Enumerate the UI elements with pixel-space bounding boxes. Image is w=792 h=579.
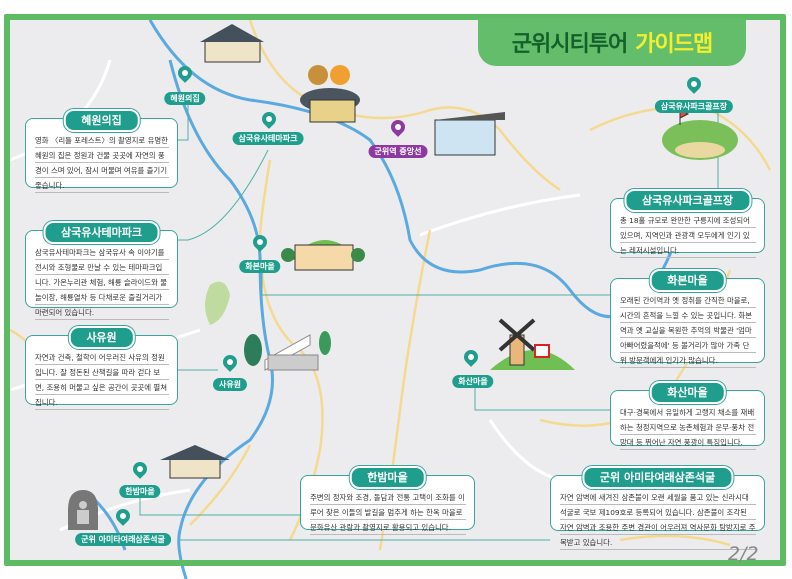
info-box-text: 자연과 건축, 철학이 어우러진 사유의 정원입니다. 잘 정돈된 산책길을 따… — [35, 350, 169, 410]
hanok-house-illustration — [200, 24, 264, 63]
info-box-text: 삼국유사테마파크는 삼국유사 속 이야기를 전시와 조형물로 만날 수 있는 테… — [35, 245, 169, 320]
pin-label-golf[interactable]: 삼국유사파크골프장 — [654, 100, 734, 113]
info-box-hwabon: 화본마을 오래된 간이역과 옛 정취를 간직한 마을로, 시간의 흔적을 느낄 … — [610, 269, 765, 368]
info-box-text: 총 18홀 규모로 완만한 구릉지에 조성되어 있으며, 지역민과 관광객 모두… — [620, 213, 756, 258]
pin-label-hwasan[interactable]: 화산마을 — [452, 375, 494, 388]
title-part2: 가이드맵 — [635, 32, 713, 57]
info-box-title: 삼국유사파크골프장 — [623, 189, 752, 212]
sayuwon-illustration — [244, 331, 331, 371]
info-box-text: 영화 〈리틀 포레스트〉의 촬영지로 유명한 혜원의 집은 정원과 건물 곳곳에… — [35, 133, 169, 193]
info-box-title: 군위 아미타여래삼존석굴 — [581, 466, 734, 489]
info-box-hanbam: 한밤마을 주변의 정자와 조경, 돌담과 전통 고택이 조화를 이루어 찾은 이… — [300, 466, 475, 535]
page-number: 2/2 — [728, 543, 759, 565]
hanbam-village-illustration — [160, 445, 230, 479]
info-box-themepark: 삼국유사테마파크 삼국유사테마파크는 삼국유사 속 이야기를 전시와 조형물로 … — [25, 221, 178, 320]
pin-label-themepark[interactable]: 삼국유사테마파크 — [232, 132, 304, 145]
museum-illustration — [281, 240, 365, 271]
info-box-text: 오래된 간이역과 옛 정취를 간직한 마을로, 시간의 흔적을 느낄 수 있는 … — [620, 293, 756, 368]
info-box-sayuwon: 사유원 자연과 건축, 철학이 어우러진 사유의 정원입니다. 잘 정돈된 산책… — [25, 326, 178, 410]
info-box-title: 삼국유사테마파크 — [43, 221, 160, 244]
pin-label-hyewon[interactable]: 혜원의집 — [164, 92, 206, 105]
info-box-title: 화본마을 — [649, 269, 726, 292]
info-box-title: 혜원의집 — [63, 109, 140, 132]
park-area — [205, 281, 230, 325]
info-box-title: 화산마을 — [649, 381, 726, 404]
connector-lines — [139, 100, 719, 541]
info-box-text: 대구·경북에서 유일하게 고랭지 채소를 재배하는 청정지역으로 농촌체험과 운… — [620, 405, 756, 450]
info-box-text: 주변의 정자와 조경, 돌담과 전통 고택이 조화를 이루어 찾은 이들의 발길… — [310, 490, 466, 535]
info-box-text: 자연 암벽에 새겨진 삼존불이 오랜 세월을 품고 있는 신라시대 석굴로 국보… — [560, 490, 756, 550]
info-box-title: 사유원 — [68, 326, 135, 349]
pin-label-station[interactable]: 군위역 중앙선 — [368, 145, 428, 158]
golf-course-illustration — [662, 109, 738, 160]
windmill-illustration — [490, 318, 575, 370]
info-box-title: 한밤마을 — [349, 466, 426, 489]
pin-label-sayuwon[interactable]: 사유원 — [212, 378, 248, 391]
grotto-buddha-illustration — [68, 490, 98, 530]
pin-label-hanbam[interactable]: 한밤마을 — [119, 485, 161, 498]
info-box-grotto: 군위 아미타여래삼존석굴 자연 암벽에 새겨진 삼존불이 오랜 세월을 품고 있… — [550, 466, 765, 550]
info-box-golf: 삼국유사파크골프장 총 18홀 규모로 완만한 구릉지에 조성되어 있으며, 지… — [610, 189, 765, 258]
title-part1: 군위시티투어 — [511, 32, 628, 57]
page-title: 군위시티투어 가이드맵 — [478, 18, 746, 66]
info-box-hwasan: 화산마을 대구·경북에서 유일하게 고랭지 채소를 재배하는 청정지역으로 농촌… — [610, 381, 765, 450]
info-box-hyewon: 혜원의집 영화 〈리틀 포레스트〉의 촬영지로 유명한 혜원의 집은 정원과 건… — [25, 109, 178, 193]
train-station-illustration — [434, 112, 505, 156]
theme-park-illustration — [300, 65, 360, 123]
pin-label-grotto[interactable]: 군위 아미타여래삼존석굴 — [75, 533, 171, 546]
pin-label-hwabon[interactable]: 화본마을 — [239, 260, 281, 273]
